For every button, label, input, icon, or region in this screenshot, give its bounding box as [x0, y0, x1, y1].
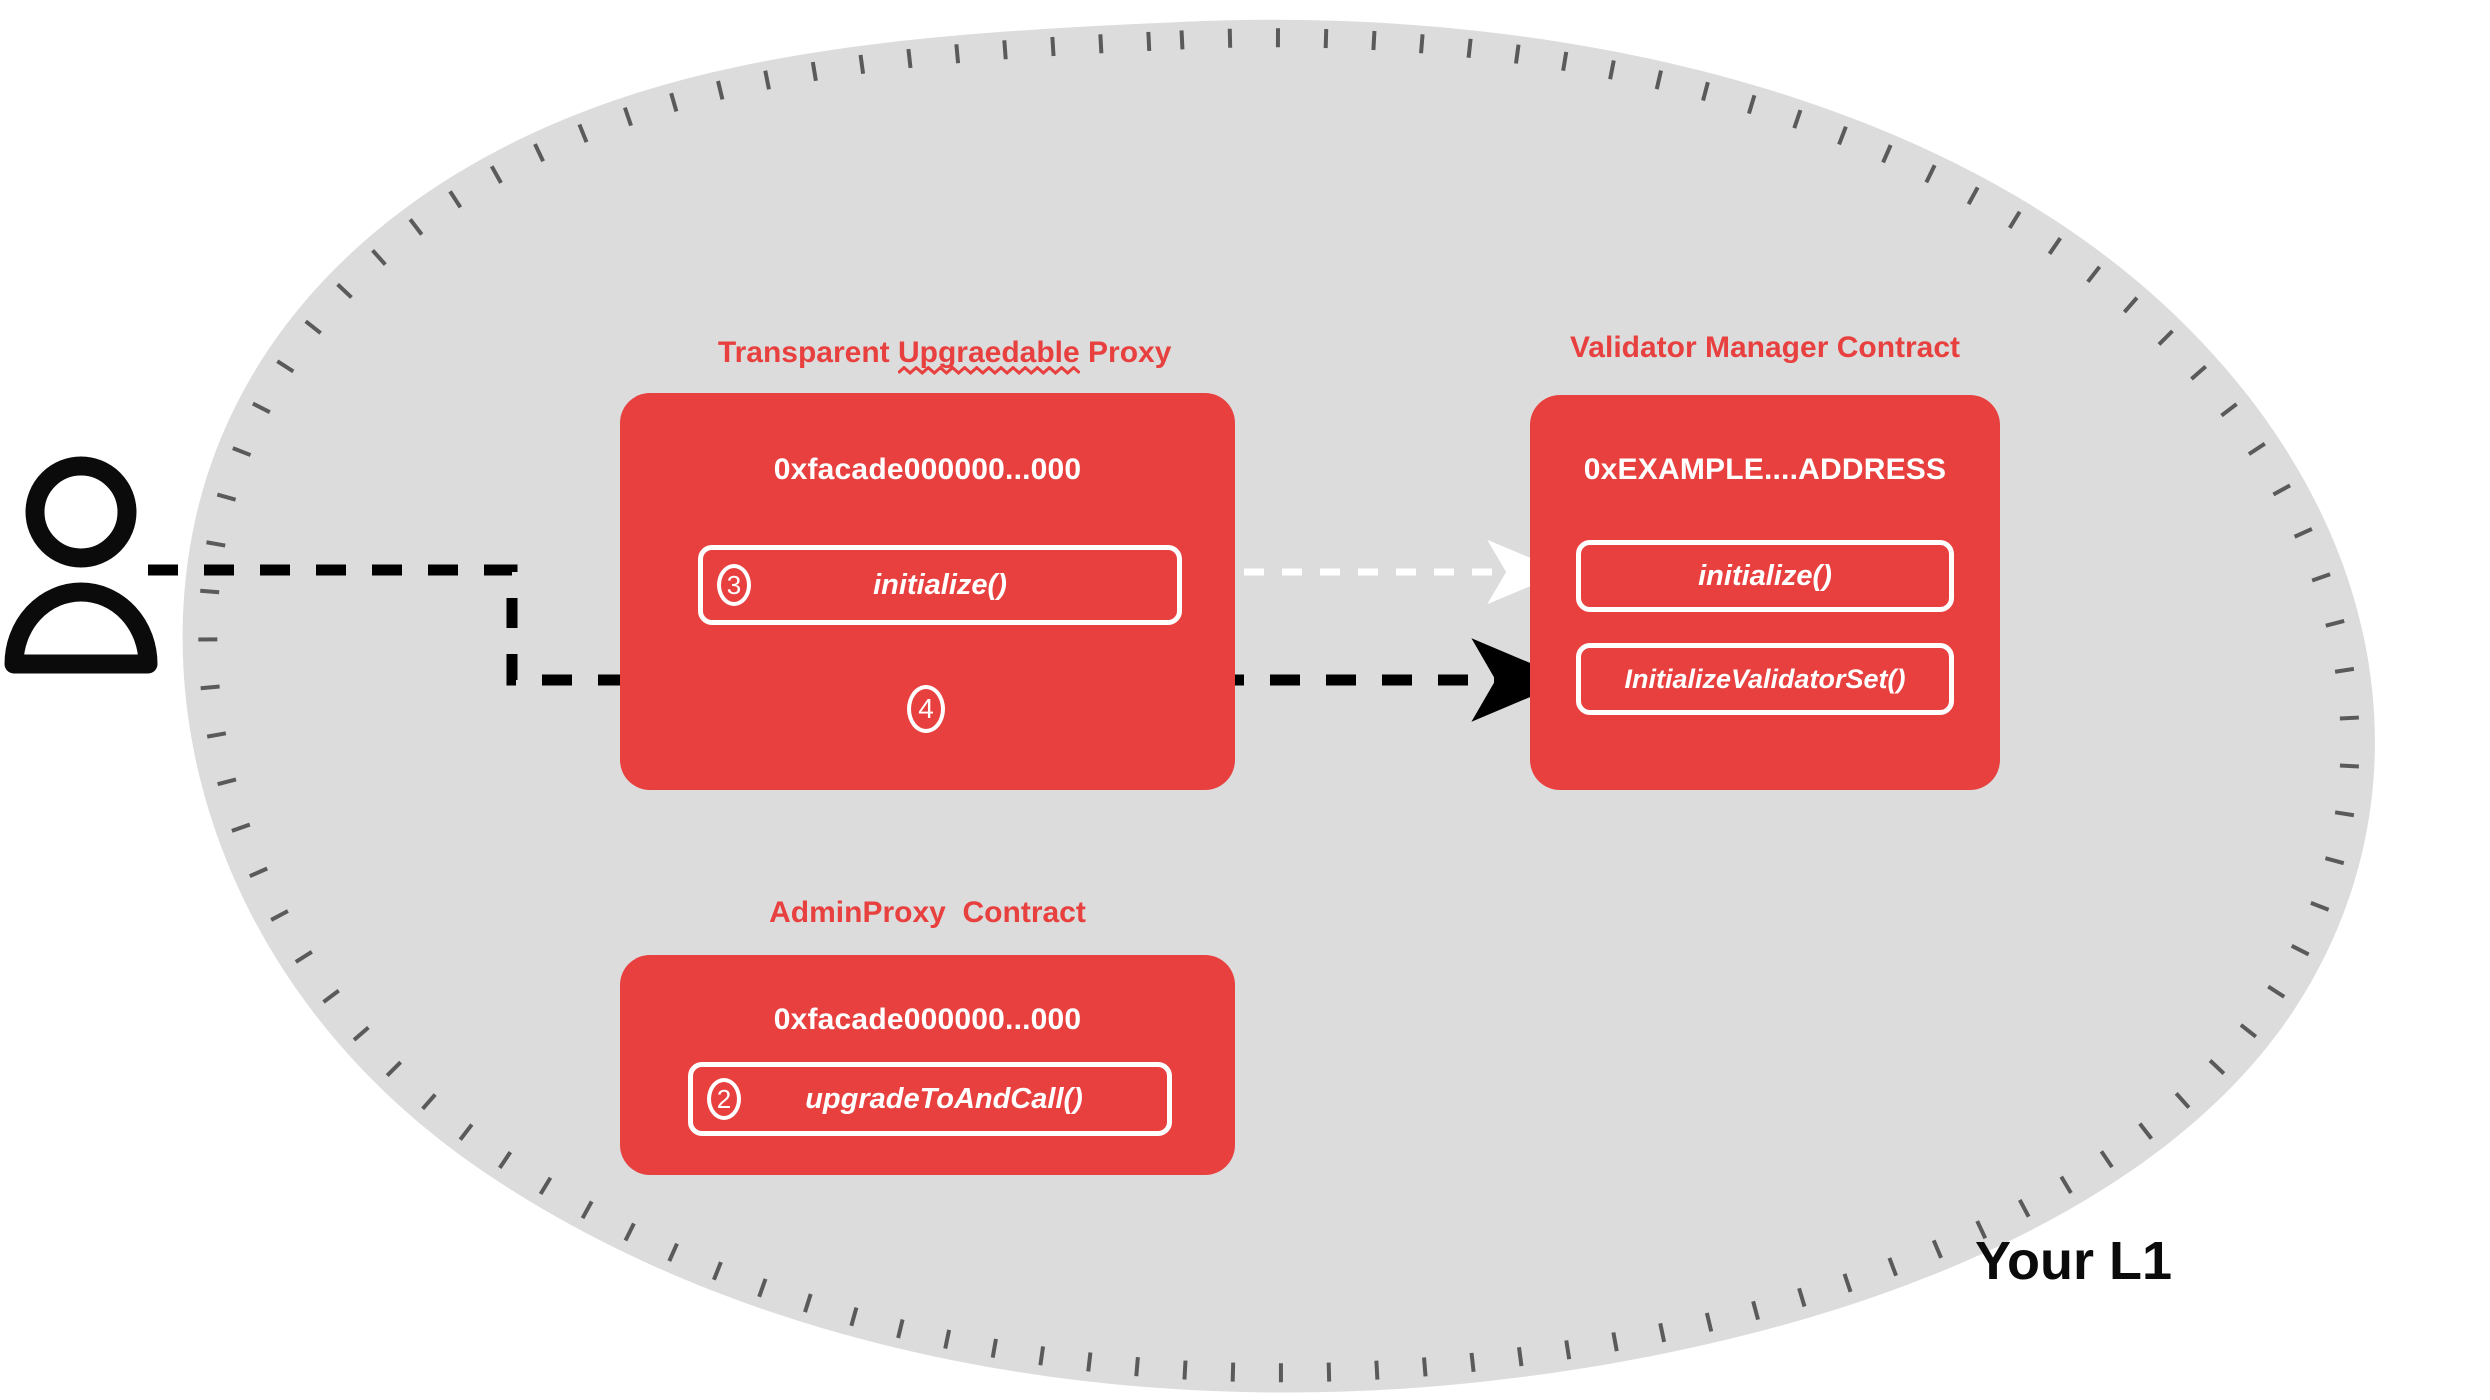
misspelled-word-upgraedable: Upgraedable — [897, 335, 1080, 375]
validator-manager-contract-address: 0xEXAMPLE....ADDRESS — [1583, 453, 1947, 486]
admin-proxy-contract-card[interactable]: 0xfacade000000...000 2 upgradeToAndCall(… — [620, 955, 1235, 1175]
admin-proxy-contract-title: AdminProxy Contract — [769, 896, 1086, 929]
proxy-contract-address: 0xfacade000000...000 — [773, 453, 1082, 486]
proxy-contract-card[interactable]: 0xfacade000000...000 3 initialize() 4 — [620, 393, 1235, 790]
validator-manager-method-initialize-label: initialize() — [1698, 559, 1832, 592]
admin-proxy-method-upgrade-to-and-call-label: upgradeToAndCall() — [805, 1082, 1083, 1115]
validator-manager-method-initialize-validator-set-label: InitializeValidatorSet() — [1624, 663, 1906, 694]
validator-manager-method-initialize-validator-set[interactable]: InitializeValidatorSet() — [1576, 643, 1954, 715]
admin-proxy-contract-address: 0xfacade000000...000 — [773, 1003, 1082, 1036]
person-icon — [4, 456, 158, 674]
admin-proxy-method-upgrade-to-and-call[interactable]: 2 upgradeToAndCall() — [688, 1062, 1172, 1136]
validator-manager-method-initialize[interactable]: initialize() — [1576, 540, 1954, 612]
step-badge-2: 2 — [707, 1078, 741, 1120]
step-badge-3: 3 — [717, 564, 751, 606]
step-badge-4: 4 — [907, 685, 945, 733]
l1-region-border — [198, 28, 2360, 1383]
validator-manager-contract-title: Validator Manager Contract — [1569, 331, 1961, 364]
proxy-title-line-1: Transparent Upgraedable Proxy — [718, 335, 1171, 375]
environment-label: Your L1 — [1975, 1231, 2173, 1291]
l1-region-fill — [182, 19, 2375, 1393]
proxy-method-initialize-label: initialize() — [873, 568, 1007, 601]
proxy-method-initialize[interactable]: 3 initialize() — [698, 545, 1182, 625]
validator-manager-contract-card[interactable]: 0xEXAMPLE....ADDRESS initialize() Initia… — [1530, 395, 2000, 790]
